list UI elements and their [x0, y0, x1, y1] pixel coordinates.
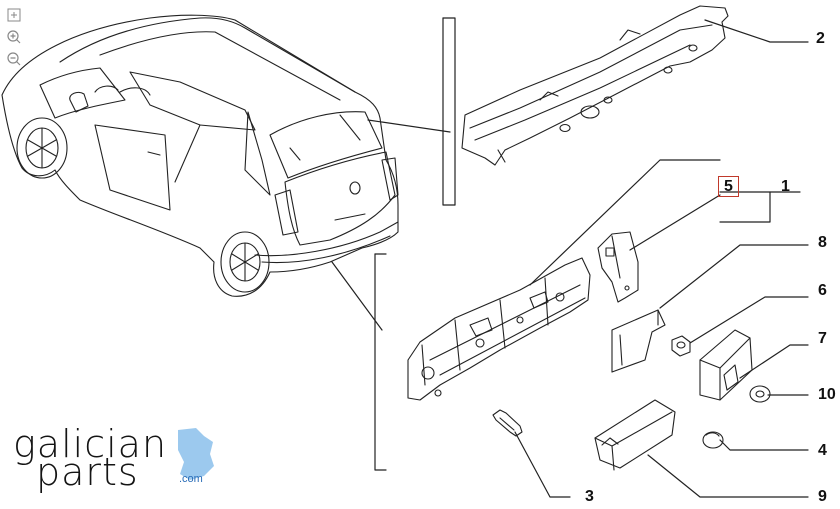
part-10-washer[interactable] — [749, 385, 771, 403]
callout-3[interactable]: 3 — [585, 488, 594, 505]
part-6-nut[interactable] — [671, 335, 691, 357]
callout-5[interactable]: 5 — [718, 176, 739, 197]
callout-6[interactable]: 6 — [818, 282, 827, 299]
leader-lines — [331, 17, 809, 498]
logo-line-2: parts — [36, 450, 139, 494]
callout-8[interactable]: 8 — [818, 234, 827, 251]
callout-1[interactable]: 1 — [781, 178, 790, 195]
callout-4[interactable]: 4 — [818, 442, 827, 459]
part-3-bolt[interactable] — [492, 409, 523, 437]
callout-9[interactable]: 9 — [818, 488, 827, 505]
logo-line-1: galician — [13, 422, 168, 466]
zoom-in-icon[interactable] — [6, 29, 24, 45]
part-1-side-member[interactable] — [407, 257, 591, 401]
fit-screen-icon[interactable] — [6, 7, 24, 23]
callout-2[interactable]: 2 — [816, 30, 825, 47]
part-9-cover[interactable] — [594, 399, 676, 471]
part-5-bracket[interactable] — [597, 231, 639, 303]
zoom-out-icon[interactable] — [6, 51, 24, 67]
part-8-plate[interactable] — [611, 309, 666, 373]
part-7-block[interactable] — [699, 329, 753, 401]
callout-7[interactable]: 7 — [818, 330, 827, 347]
galicianparts-logo: galician parts .com — [8, 424, 223, 494]
car-illustration — [1, 14, 399, 297]
callout-10[interactable]: 10 — [818, 386, 836, 403]
part-4-plug[interactable] — [702, 431, 724, 449]
map-shape-icon — [178, 428, 214, 480]
part-2-rear-panel[interactable] — [461, 5, 729, 166]
logo-domain: .com — [179, 473, 203, 485]
